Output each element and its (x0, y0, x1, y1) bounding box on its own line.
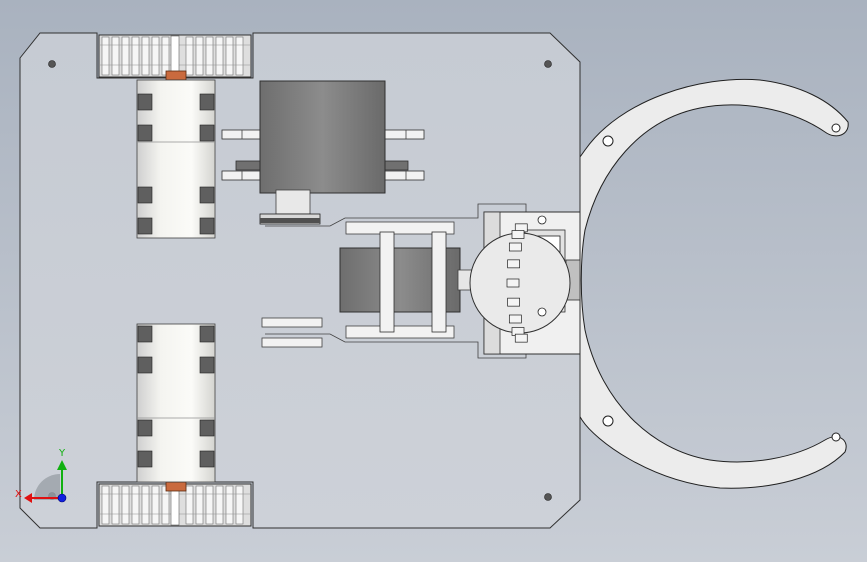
servo-top[interactable] (221, 80, 425, 225)
pivot-pin-lower (602, 415, 614, 427)
wheel-tread (100, 36, 250, 76)
x-axis-label: X (15, 489, 22, 500)
z-axis-dot (57, 493, 67, 503)
wheel-tread (100, 485, 250, 525)
coupler-top (165, 70, 187, 81)
claw-tip-pin-upper (831, 123, 841, 133)
pivot-pin-upper (602, 135, 614, 147)
orientation-triad: Y X (15, 448, 67, 503)
gear-teeth (506, 223, 528, 343)
motor-top[interactable] (136, 79, 216, 239)
wheel-top[interactable] (98, 34, 252, 78)
y-axis-label: Y (58, 448, 66, 459)
claw-tip-pin-lower (831, 432, 841, 442)
coupler-bottom (165, 481, 187, 492)
motor-bottom[interactable] (136, 323, 216, 483)
arm-motor[interactable] (339, 231, 483, 333)
gear[interactable] (469, 215, 571, 343)
